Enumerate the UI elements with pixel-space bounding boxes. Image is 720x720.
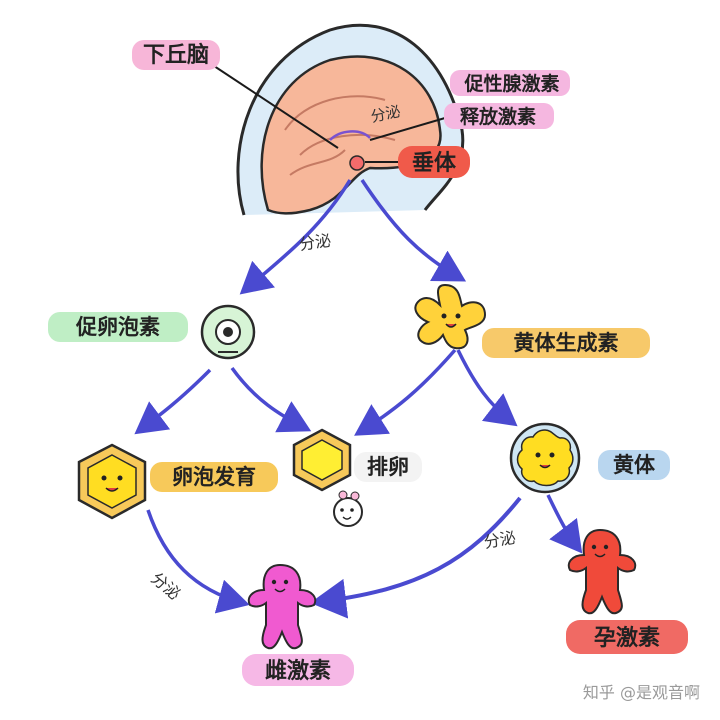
arrow-follicle-to-estrogen xyxy=(146,509,250,614)
ovulation-highlight xyxy=(354,452,422,482)
hypothalamus-label: 下丘脑 xyxy=(143,42,209,68)
hypothalamus-highlight xyxy=(132,40,220,70)
secrete-label-top: 分泌 xyxy=(369,102,402,126)
follicle-dev-label: 卵泡发育 xyxy=(172,465,256,489)
progesterone-label: 孕激素 xyxy=(594,625,660,651)
secrete-label-left: 分泌 xyxy=(147,569,184,604)
estrogen-figure-icon xyxy=(247,563,317,650)
arrow-to-fsh xyxy=(239,179,352,295)
follicle-dev-highlight xyxy=(150,462,278,492)
arrow-lh-to-ovulation xyxy=(354,348,457,436)
hexagon-egg-icon xyxy=(292,428,352,492)
arrow-corpus-to-estrogen xyxy=(310,496,522,619)
pituitary-highlight xyxy=(398,146,470,178)
gnrh-label-line1: 促性腺激素 xyxy=(463,72,559,95)
lh-label: 黄体生成素 xyxy=(514,331,619,355)
hexagon-follicle-icon xyxy=(77,443,147,520)
brain-icon xyxy=(236,23,465,216)
follicle-cell-icon xyxy=(200,304,256,360)
hypothalamus-leader xyxy=(207,61,339,149)
corpus-luteum-highlight xyxy=(598,450,670,480)
arrow-lh-to-corpus xyxy=(456,349,518,427)
estrogen-highlight xyxy=(242,654,354,686)
fsh-label: 促卵泡素 xyxy=(75,315,160,339)
gnrh-highlight-2 xyxy=(444,103,554,129)
gnrh-highlight-1 xyxy=(450,70,570,96)
egg-cell-icon xyxy=(333,490,363,527)
lh-highlight xyxy=(482,328,650,358)
pituitary-dot xyxy=(349,155,365,171)
ovulation-label: 排卵 xyxy=(367,455,409,479)
arrow-corpus-to-progesterone xyxy=(546,494,583,554)
pituitary-label: 垂体 xyxy=(412,151,457,176)
watermark-text: 知乎 @是观音啊 xyxy=(583,683,700,702)
fsh-highlight xyxy=(48,312,188,342)
secrete-label-right: 分泌 xyxy=(482,528,517,552)
gnrh-leader xyxy=(369,117,446,141)
arrow-fsh-to-ovulation xyxy=(230,366,312,433)
progesterone-figure-icon xyxy=(567,528,637,615)
corpus-luteum-label: 黄体 xyxy=(613,453,656,477)
gnrh-label-line2: 释放激素 xyxy=(460,105,536,128)
estrogen-label: 雌激素 xyxy=(265,658,331,684)
secrete-label-mid: 分泌 xyxy=(298,231,332,254)
arrow-fsh-to-follicle xyxy=(134,368,212,435)
progesterone-highlight xyxy=(566,620,688,654)
lh-star-icon xyxy=(414,283,487,350)
corpus-luteum-icon xyxy=(509,422,581,494)
arrow-to-lh xyxy=(360,179,467,282)
